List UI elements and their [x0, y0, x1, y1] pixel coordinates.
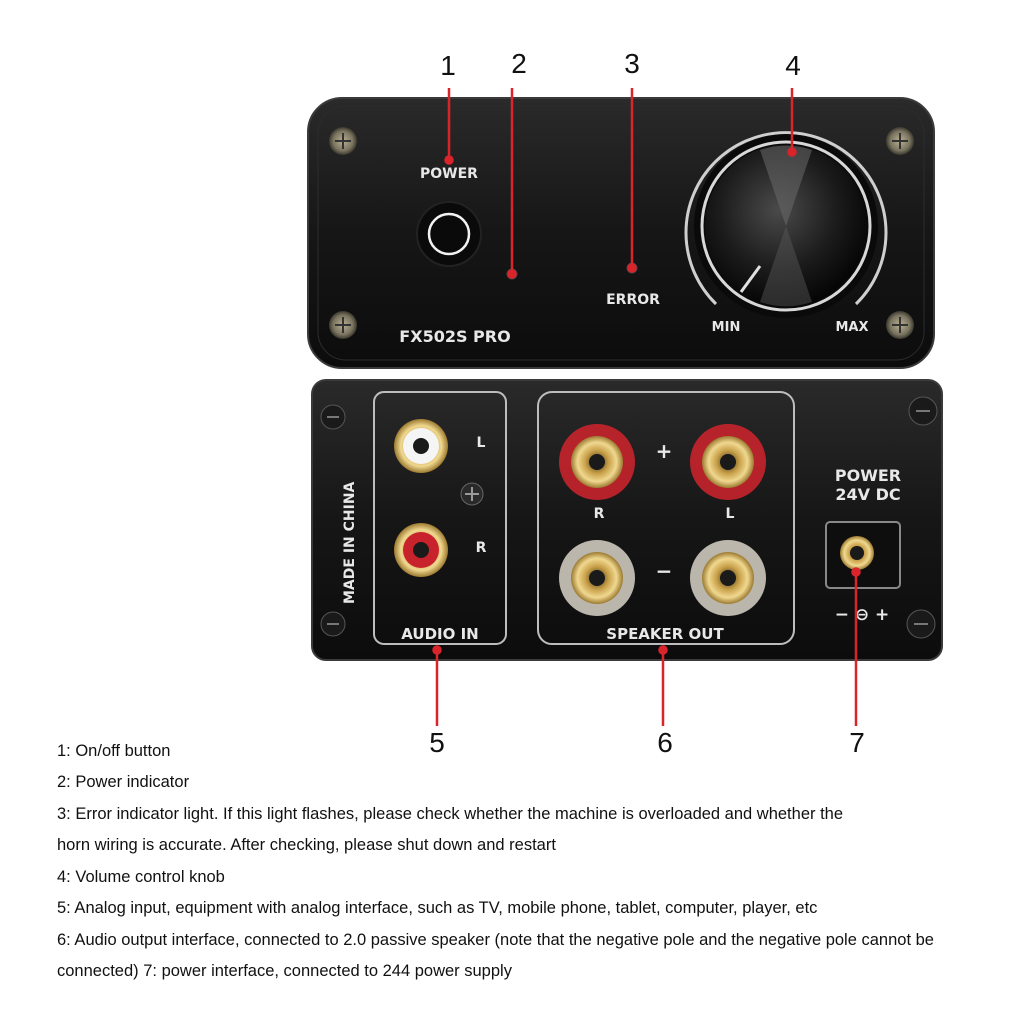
- callout-1: 1: [440, 50, 456, 81]
- volume-knob[interactable]: [684, 131, 888, 318]
- front-screw-tr: [886, 127, 914, 155]
- speaker-terminal-r-plus[interactable]: [559, 424, 635, 500]
- rca-input-right[interactable]: [394, 523, 448, 577]
- callout-3: 3: [624, 48, 640, 79]
- speaker-r-label: R: [594, 506, 605, 522]
- rca-input-left[interactable]: [394, 419, 448, 473]
- rear-screw-bl: [320, 611, 346, 637]
- audio-in-frame: [373, 391, 507, 645]
- speaker-out-label: SPEAKER OUT: [606, 625, 724, 643]
- rear-screw-br: [906, 609, 936, 639]
- amplifier-diagram: POWER ERROR FX502S PRO MIN MAX MADE IN C…: [307, 48, 943, 720]
- ground-screw: [460, 482, 484, 506]
- power-in-label: POWER: [835, 466, 901, 485]
- minus-label: −: [656, 559, 673, 583]
- rear-screw-tr: [908, 396, 938, 426]
- callout-row-bottom: 5 6 7: [0, 720, 1020, 760]
- made-in-label: MADE IN CHINA: [342, 481, 358, 604]
- callout-lines: [432, 88, 861, 720]
- model-label: FX502S PRO: [399, 327, 510, 346]
- power-label: POWER: [420, 166, 478, 182]
- description-5: 5: Analog input, equipment with analog i…: [57, 899, 818, 917]
- rear-screw-tl: [320, 404, 346, 430]
- dc-power-jack[interactable]: [825, 521, 901, 589]
- audio-right-label: R: [476, 540, 487, 556]
- callout-4: 4: [785, 50, 801, 81]
- description-2: 2: Power indicator: [57, 773, 190, 791]
- speaker-terminal-l-minus[interactable]: [690, 540, 766, 616]
- front-panel: POWER ERROR FX502S PRO MIN MAX: [307, 97, 935, 369]
- power-button[interactable]: [416, 201, 482, 267]
- callout-6-bottom: 6: [657, 727, 673, 758]
- speaker-out-frame: [537, 391, 795, 645]
- error-label: ERROR: [606, 292, 660, 308]
- description-6: 6: Audio output interface, connected to …: [57, 931, 934, 949]
- description-1: 1: On/off button: [57, 742, 171, 760]
- description-3-cont: horn wiring is accurate. After checking,…: [57, 836, 556, 854]
- callout-7-bottom: 7: [849, 727, 865, 758]
- description-6-cont: connected) 7: power interface, connected…: [57, 962, 512, 980]
- speaker-terminal-r-minus[interactable]: [559, 540, 635, 616]
- audio-left-label: L: [477, 435, 486, 451]
- min-label: MIN: [712, 320, 741, 335]
- description-4: 4: Volume control knob: [57, 868, 225, 886]
- speaker-l-label: L: [726, 506, 735, 522]
- front-screw-br: [886, 311, 914, 339]
- front-screw-tl: [329, 127, 357, 155]
- callout-2: 2: [511, 48, 527, 79]
- polarity-label: − ⊖ +: [835, 605, 890, 625]
- front-screw-bl: [329, 311, 357, 339]
- audio-in-label: AUDIO IN: [401, 625, 478, 643]
- max-label: MAX: [835, 320, 868, 335]
- callout-5-bottom: 5: [429, 727, 445, 758]
- speaker-terminal-l-plus[interactable]: [690, 424, 766, 500]
- voltage-label: 24V DC: [835, 485, 900, 504]
- rear-panel: MADE IN CHINA L R AUDIO IN: [311, 379, 943, 661]
- description-3: 3: Error indicator light. If this light …: [57, 805, 844, 823]
- plus-label: +: [656, 439, 673, 463]
